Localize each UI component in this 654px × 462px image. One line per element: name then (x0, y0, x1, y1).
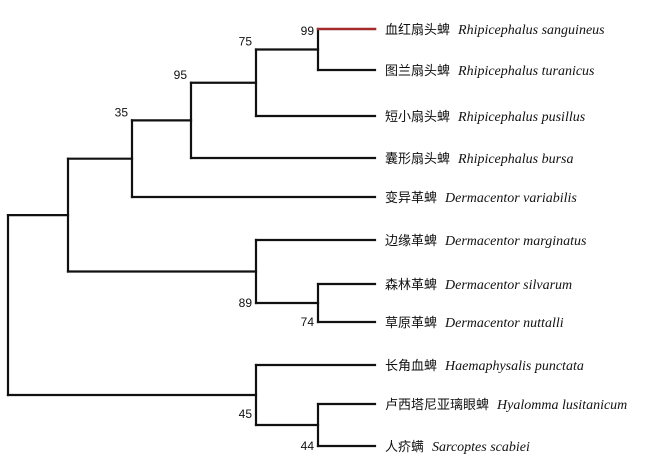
bootstrap-value: 44 (301, 439, 315, 453)
taxon-scientific-name: Dermacentor nuttalli (444, 316, 564, 331)
taxon-scientific-name: Sarcoptes scabiei (432, 440, 530, 455)
taxon-chinese-name: 变异革蜱 (385, 190, 437, 206)
taxon-chinese-name: 卢西塔尼亚璃眼蜱 (385, 397, 489, 413)
taxon-chinese-name: 血红扇头蜱 (385, 22, 450, 38)
taxon-scientific-name: Rhipicephalus pusillus (457, 110, 586, 125)
taxon-label: 囊形扇头蜱 Rhipicephalus bursa (385, 151, 574, 167)
taxon-chinese-name: 森林革蜱 (385, 277, 437, 293)
taxon-scientific-name: Haemaphysalis punctata (444, 359, 584, 374)
bootstrap-value: 89 (239, 296, 253, 310)
taxon-scientific-name: Rhipicephalus bursa (457, 152, 574, 167)
taxon-scientific-name: Rhipicephalus turanicus (457, 64, 595, 79)
taxon-label: 卢西塔尼亚璃眼蜱 Hyalomma lusitanicum (385, 397, 627, 413)
taxon-label: 长角血蜱 Haemaphysalis punctata (385, 358, 584, 374)
taxon-chinese-name: 囊形扇头蜱 (385, 151, 450, 167)
tree-branches (6, 27, 377, 448)
bootstrap-value: 99 (301, 24, 315, 38)
bootstrap-value: 74 (301, 315, 315, 329)
taxon-label: 边缘革蜱 Dermacentor marginatus (385, 233, 587, 249)
taxon-label: 图兰扇头蜱 Rhipicephalus turanicus (385, 63, 595, 79)
taxon-label: 变异革蜱 Dermacentor variabilis (385, 190, 577, 206)
taxon-chinese-name: 图兰扇头蜱 (385, 63, 450, 79)
taxon-label: 森林革蜱 Dermacentor silvarum (385, 277, 572, 293)
taxon-scientific-name: Hyalomma lusitanicum (496, 398, 627, 413)
taxon-label: 人疥螨 Sarcoptes scabiei (385, 440, 530, 455)
taxon-scientific-name: Dermacentor variabilis (444, 191, 577, 206)
taxon-label: 血红扇头蜱 Rhipicephalus sanguineus (385, 22, 605, 38)
taxon-label: 草原革蜱 Dermacentor nuttalli (385, 315, 564, 331)
bootstrap-value: 35 (115, 105, 129, 119)
taxon-chinese-name: 长角血蜱 (385, 358, 437, 374)
bootstrap-value: 45 (239, 407, 253, 421)
taxon-chinese-name: 短小扇头蜱 (385, 109, 450, 125)
taxon-scientific-name: Dermacentor marginatus (444, 234, 587, 249)
taxon-label: 短小扇头蜱 Rhipicephalus pusillus (385, 109, 586, 125)
taxon-chinese-name: 草原革蜱 (385, 315, 437, 331)
bootstrap-value: 95 (174, 68, 188, 82)
taxon-scientific-name: Rhipicephalus sanguineus (457, 23, 605, 38)
bootstrap-value: 75 (239, 35, 253, 49)
taxon-scientific-name: Dermacentor silvarum (444, 278, 572, 293)
tree-labels: 血红扇头蜱 Rhipicephalus sanguineus 图兰扇头蜱 Rhipic… (115, 22, 628, 455)
taxon-chinese-name: 人疥螨 (385, 440, 424, 455)
taxon-chinese-name: 边缘革蜱 (385, 233, 437, 249)
